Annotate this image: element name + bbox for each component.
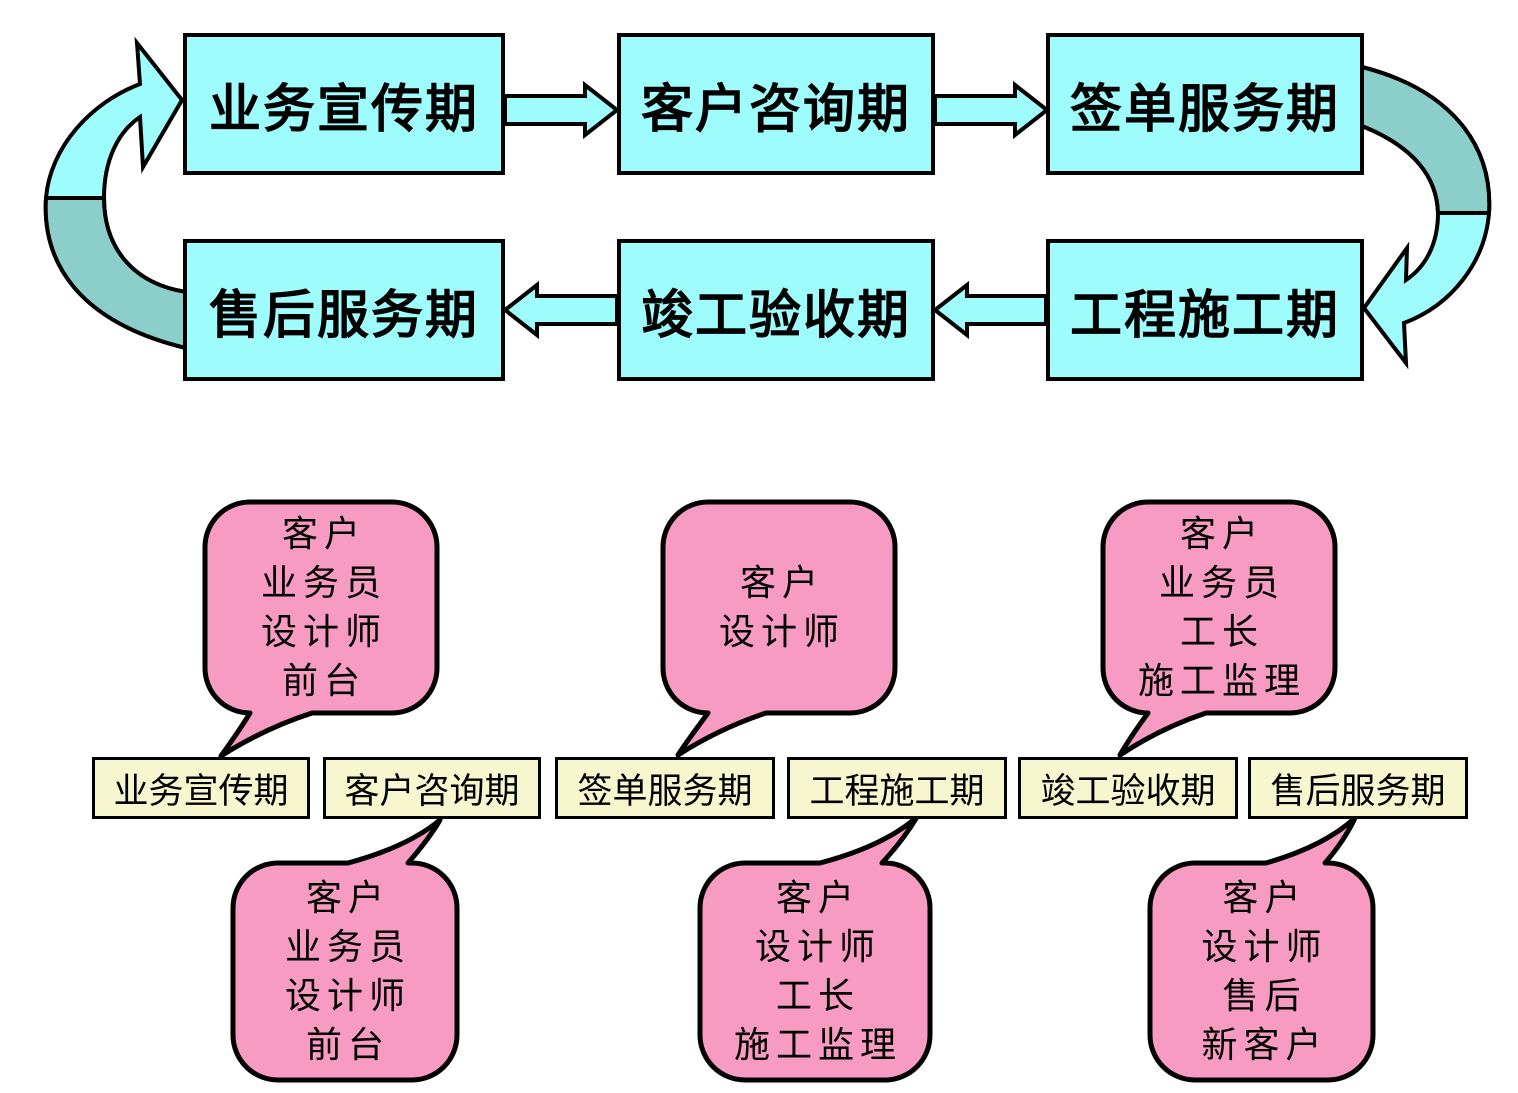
stage-box-promotion: 业务宣传期 [92, 757, 310, 819]
participant: 业务员 [1158, 562, 1285, 603]
participant: 设计师 [284, 975, 411, 1016]
speech-bubble-stage1 [202, 499, 440, 759]
cycle-box-acceptance: 竣工验收期 [617, 239, 935, 381]
participant: 客户 [305, 877, 390, 918]
participant: 工长 [1179, 611, 1264, 652]
participant: 前台 [305, 1024, 390, 1065]
stage-box-consulting: 客户咨询期 [323, 757, 541, 819]
cycle-arrow-left-shade [43, 196, 188, 351]
flow-arrow-right-2-icon [933, 80, 1051, 140]
speech-bubble-stage3 [660, 499, 898, 758]
participant: 业务员 [260, 562, 387, 603]
cycle-box-construction: 工程施工期 [1046, 239, 1364, 381]
participant: 客户 [739, 562, 824, 603]
cycle-box-aftersale: 售后服务期 [183, 239, 505, 381]
participant: 施工监理 [1137, 660, 1306, 701]
cycle-box-signing: 签单服务期 [1046, 33, 1364, 175]
participant: 工长 [775, 975, 860, 1016]
flow-arrow-right-1-icon [503, 80, 621, 140]
flow-arrow-left-2-icon [931, 280, 1048, 340]
participant: 设计师 [1201, 926, 1328, 967]
stage-box-aftersale: 售后服务期 [1248, 757, 1468, 819]
participant: 客户 [281, 513, 366, 554]
participant: 客户 [1222, 877, 1307, 918]
cycle-arrow-right-shade [1360, 64, 1492, 215]
participant: 施工监理 [733, 1024, 902, 1065]
participant: 业务员 [284, 926, 411, 967]
participant: 新客户 [1201, 1024, 1328, 1065]
flow-arrow-left-1-icon [501, 280, 619, 340]
speech-bubble-stage2 [230, 817, 460, 1083]
participant: 设计师 [718, 611, 845, 652]
cycle-box-promotion: 业务宣传期 [183, 33, 505, 175]
participant: 前台 [281, 660, 366, 701]
participant: 客户 [775, 877, 860, 918]
participant: 设计师 [260, 611, 387, 652]
participant: 设计师 [754, 926, 881, 967]
bubble-participants-construction: 客户 设计师 工长 施工监理 [700, 863, 930, 1080]
bubble-participants-signing: 客户 设计师 [663, 502, 895, 713]
stage-box-construction: 工程施工期 [787, 757, 1007, 819]
stage-box-acceptance: 竣工验收期 [1018, 757, 1238, 819]
bubble-participants-acceptance: 客户 业务员 工长 施工监理 [1103, 502, 1335, 713]
bubble-participants-aftersale: 客户 设计师 售后 新客户 [1150, 863, 1373, 1080]
bubble-participants-consulting: 客户 业务员 设计师 前台 [233, 863, 457, 1080]
bubble-participants-promotion: 客户 业务员 设计师 前台 [205, 502, 437, 713]
stage-box-signing: 签单服务期 [555, 757, 775, 819]
cycle-box-consulting: 客户咨询期 [617, 33, 935, 175]
speech-bubble-stage5 [1100, 499, 1338, 758]
participant: 售后 [1222, 975, 1307, 1016]
participant: 客户 [1179, 513, 1264, 554]
